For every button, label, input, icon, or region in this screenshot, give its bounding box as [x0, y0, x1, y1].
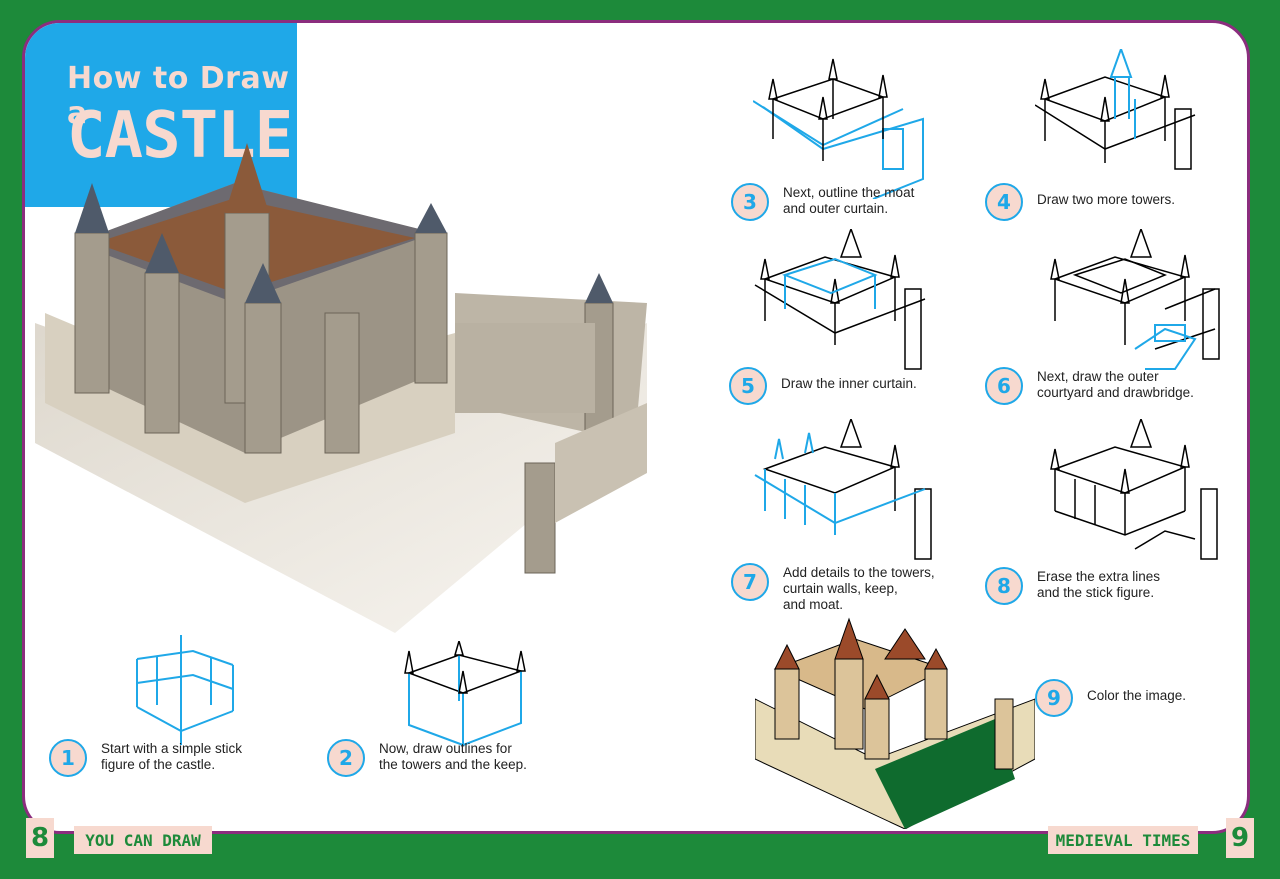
step-1-number: 1 [49, 739, 87, 777]
step-8: 8 Erase the extra lines and the stick fi… [985, 567, 1160, 605]
right-page-number: 9 [1226, 818, 1254, 858]
step-5-number: 5 [729, 367, 767, 405]
step-7-sketch [754, 419, 932, 560]
step-4-text: Draw two more towers. [1037, 192, 1176, 207]
title-big: CASTLE [67, 99, 293, 173]
step-6: 6 Next, draw the outer courtyard and dra… [985, 367, 1194, 405]
step-6-sketch [1050, 229, 1220, 370]
step-4-sketch [1035, 49, 1196, 170]
step-7-number: 7 [731, 563, 769, 601]
step-3: 3 Next, outline the moat and outer curta… [731, 183, 914, 221]
left-footer-label: YOU CAN DRAW [74, 826, 212, 854]
step-7-text: Add details to the towers, curtain walls… [783, 565, 935, 612]
step-1-text: Start with a simple stick figure of the … [101, 741, 243, 772]
step-5-sketch [754, 229, 926, 370]
step-4: 4 Draw two more towers. [985, 183, 1175, 221]
step-2: 2 Now, draw outlines for the towers and … [327, 739, 527, 777]
step-9-colored-castle [755, 617, 1035, 829]
step-1: 1 Start with a simple stick figure of th… [49, 739, 242, 777]
step-8-number: 8 [985, 567, 1023, 605]
book-spread: How to Draw a CASTLE [22, 20, 1250, 834]
step-8-text: Erase the extra lines and the stick figu… [1037, 569, 1161, 600]
step-2-number: 2 [327, 739, 365, 777]
step-5: 5 Draw the inner curtain. [729, 367, 917, 405]
left-page-number: 8 [26, 818, 54, 858]
step-9: 9 Color the image. [1035, 679, 1186, 717]
step-7: 7 Add details to the towers, curtain wal… [731, 563, 935, 613]
step-6-text: Next, draw the outer courtyard and drawb… [1037, 369, 1194, 400]
title-banner: How to Draw a CASTLE [25, 23, 297, 207]
step-1-sketch [136, 635, 234, 745]
step-9-number: 9 [1035, 679, 1073, 717]
step-8-sketch [1050, 419, 1218, 560]
castle-illustration [35, 143, 647, 633]
step-6-number: 6 [985, 367, 1023, 405]
step-2-text: Now, draw outlines for the towers and th… [379, 741, 527, 772]
step-2-sketch [404, 641, 526, 747]
step-3-sketch [753, 58, 924, 199]
title-small: How to Draw a [67, 61, 290, 131]
step-4-number: 4 [985, 183, 1023, 221]
step-3-number: 3 [731, 183, 769, 221]
step-9-text: Color the image. [1087, 688, 1187, 703]
step-5-text: Draw the inner curtain. [781, 376, 917, 391]
step-3-text: Next, outline the moat and outer curtain… [783, 185, 915, 216]
right-footer-label: MEDIEVAL TIMES [1048, 826, 1198, 854]
